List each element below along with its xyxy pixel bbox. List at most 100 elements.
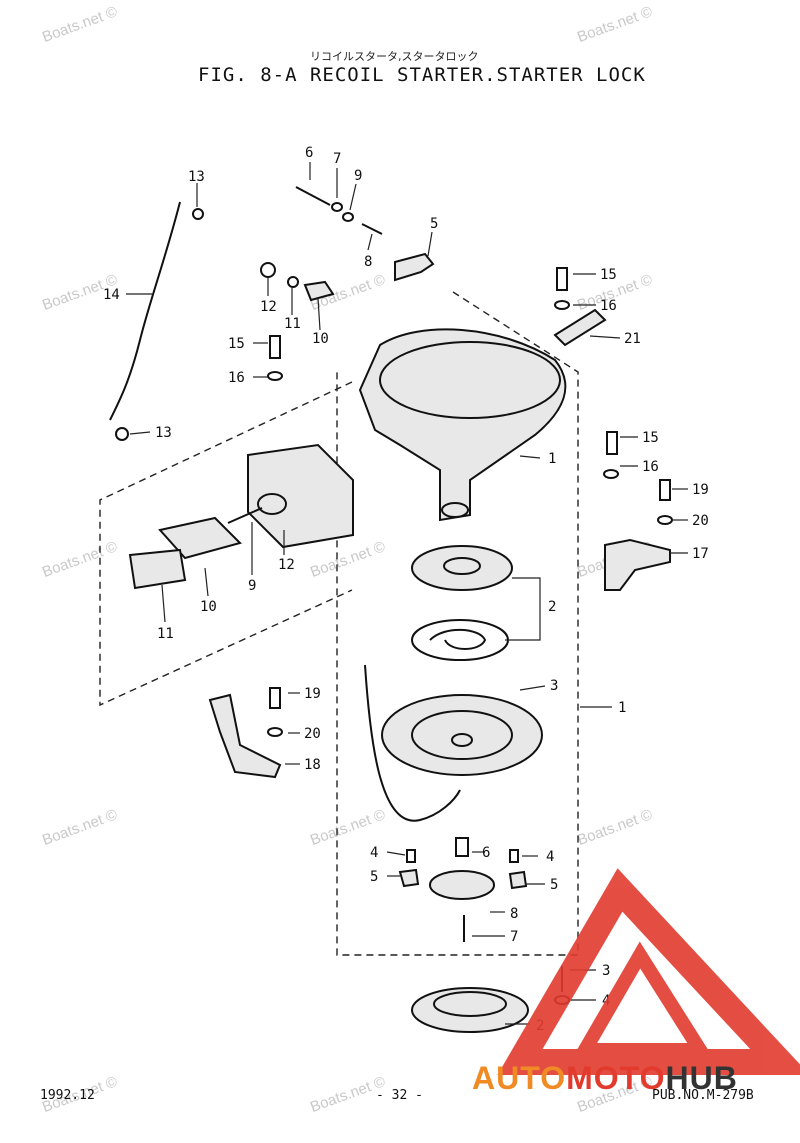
part-10-handle bbox=[158, 516, 242, 560]
callout-15: 15 bbox=[228, 336, 245, 352]
part-15-bolt-a bbox=[556, 267, 568, 291]
part-2-reel bbox=[411, 545, 513, 591]
callout-10: 10 bbox=[200, 599, 217, 615]
callout-6: 6 bbox=[305, 145, 313, 161]
callout-3: 3 bbox=[602, 963, 610, 979]
callout-4: 4 bbox=[370, 845, 378, 861]
housing-hub bbox=[441, 502, 469, 518]
part-1-starter-housing bbox=[358, 328, 567, 522]
part-19-bolt-b bbox=[269, 687, 281, 709]
part-6-spring bbox=[455, 837, 469, 857]
logo-triangle-inner bbox=[572, 941, 713, 1057]
callout-11: 11 bbox=[284, 316, 301, 332]
part-12-nut bbox=[260, 262, 276, 278]
footer-date: 1992.12 bbox=[40, 1088, 95, 1103]
autoparts-logo-text: AUTOMOTOHUB bbox=[472, 1060, 738, 1097]
part-16-washer-c bbox=[603, 469, 619, 479]
callout-5: 5 bbox=[550, 877, 558, 893]
pulley-inner bbox=[411, 710, 513, 760]
pulley-hub bbox=[451, 733, 473, 747]
callout-16: 16 bbox=[600, 298, 617, 314]
leader-lines bbox=[126, 162, 688, 1025]
callout-19: 19 bbox=[692, 482, 709, 498]
callout-10: 10 bbox=[312, 331, 329, 347]
figure-title: FIG. 8-A RECOIL STARTER.STARTER LOCK bbox=[198, 64, 646, 86]
autoparts-logo-mark bbox=[497, 868, 800, 1075]
part-12-lock-body bbox=[247, 443, 354, 549]
callout-16: 16 bbox=[228, 370, 245, 386]
logo-text-auto: AUTO bbox=[472, 1060, 567, 1096]
callout-7: 7 bbox=[333, 151, 341, 167]
reel-hub bbox=[443, 557, 481, 575]
housing-rim bbox=[379, 341, 561, 419]
part-18-bracket bbox=[208, 693, 282, 779]
callout-5: 5 bbox=[370, 869, 378, 885]
callout-4: 4 bbox=[546, 849, 554, 865]
callout-12: 12 bbox=[278, 557, 295, 573]
callout-18: 18 bbox=[304, 757, 321, 773]
logo-text-hub: HUB bbox=[665, 1060, 738, 1096]
lock-knob bbox=[257, 493, 287, 515]
part-17-bracket bbox=[604, 538, 671, 591]
callout-9: 9 bbox=[354, 168, 362, 184]
callout-5: 5 bbox=[430, 216, 438, 232]
logo-triangle-outer bbox=[497, 868, 800, 1075]
footer-page-number: - 32 - bbox=[376, 1088, 423, 1103]
assembly-outline-starter bbox=[336, 291, 579, 956]
logo-text-moto: MOTO bbox=[566, 1060, 666, 1096]
part-15-bolt-b bbox=[269, 335, 281, 359]
starter-rope bbox=[364, 664, 461, 822]
part-4-spring-right bbox=[509, 849, 519, 863]
callout-1: 1 bbox=[618, 700, 626, 716]
callout-1: 1 bbox=[548, 451, 556, 467]
part-19-bolt-a bbox=[659, 479, 671, 501]
part-16-washer-b bbox=[267, 371, 283, 381]
part-8-drive-plate bbox=[429, 870, 495, 900]
callout-21: 21 bbox=[624, 331, 641, 347]
part-4-spring-left bbox=[406, 849, 416, 863]
part-15-bolt-c bbox=[606, 431, 618, 455]
callout-11: 11 bbox=[157, 626, 174, 642]
part-8-pin bbox=[361, 223, 383, 235]
part-11-washer bbox=[287, 276, 299, 288]
part-9-washer bbox=[342, 212, 354, 222]
callout-14: 14 bbox=[103, 287, 120, 303]
part-7-washer bbox=[331, 202, 343, 212]
callout-16: 16 bbox=[642, 459, 659, 475]
figure-subtitle-jp: リコイルスタータ,スタータロック bbox=[310, 50, 479, 63]
callout-9: 9 bbox=[248, 578, 256, 594]
callout-20: 20 bbox=[304, 726, 321, 742]
part-2-spring bbox=[411, 619, 509, 661]
part-20-washer-b bbox=[267, 727, 283, 737]
part-20-washer-a bbox=[657, 515, 673, 525]
callout-12: 12 bbox=[260, 299, 277, 315]
part-2-starter-cup bbox=[411, 987, 529, 1033]
callout-8: 8 bbox=[510, 906, 518, 922]
part-5-pawl-right bbox=[508, 870, 528, 890]
callout-15: 15 bbox=[600, 267, 617, 283]
callout-labels: 1 1 2 2 3 3 4 4 4 5 5 5 6 6 7 7 8 8 9 9 … bbox=[103, 145, 709, 1034]
callout-2: 2 bbox=[548, 599, 556, 615]
part-6-bolt bbox=[295, 186, 331, 206]
part-10-link bbox=[303, 280, 335, 302]
part-5-lever bbox=[394, 252, 435, 282]
part-13-clip-bottom bbox=[115, 427, 129, 441]
spring-coil bbox=[429, 628, 487, 650]
callout-8: 8 bbox=[364, 254, 372, 270]
part-9-shaft bbox=[227, 507, 263, 524]
part-16-washer-a bbox=[554, 300, 570, 310]
callout-17: 17 bbox=[692, 546, 709, 562]
starter-cup-inner bbox=[433, 991, 507, 1017]
callout-13: 13 bbox=[155, 425, 172, 441]
callout-3: 3 bbox=[550, 678, 558, 694]
callout-15: 15 bbox=[642, 430, 659, 446]
part-14-rod bbox=[109, 201, 181, 421]
part-13-clip-top bbox=[192, 208, 204, 220]
callout-19: 19 bbox=[304, 686, 321, 702]
part-5-pawl-left bbox=[398, 868, 420, 888]
footer-pub-number: PUB.NO.M-279B bbox=[652, 1088, 754, 1103]
callout-20: 20 bbox=[692, 513, 709, 529]
part-11-bracket bbox=[128, 548, 187, 590]
callout-7: 7 bbox=[510, 929, 518, 945]
